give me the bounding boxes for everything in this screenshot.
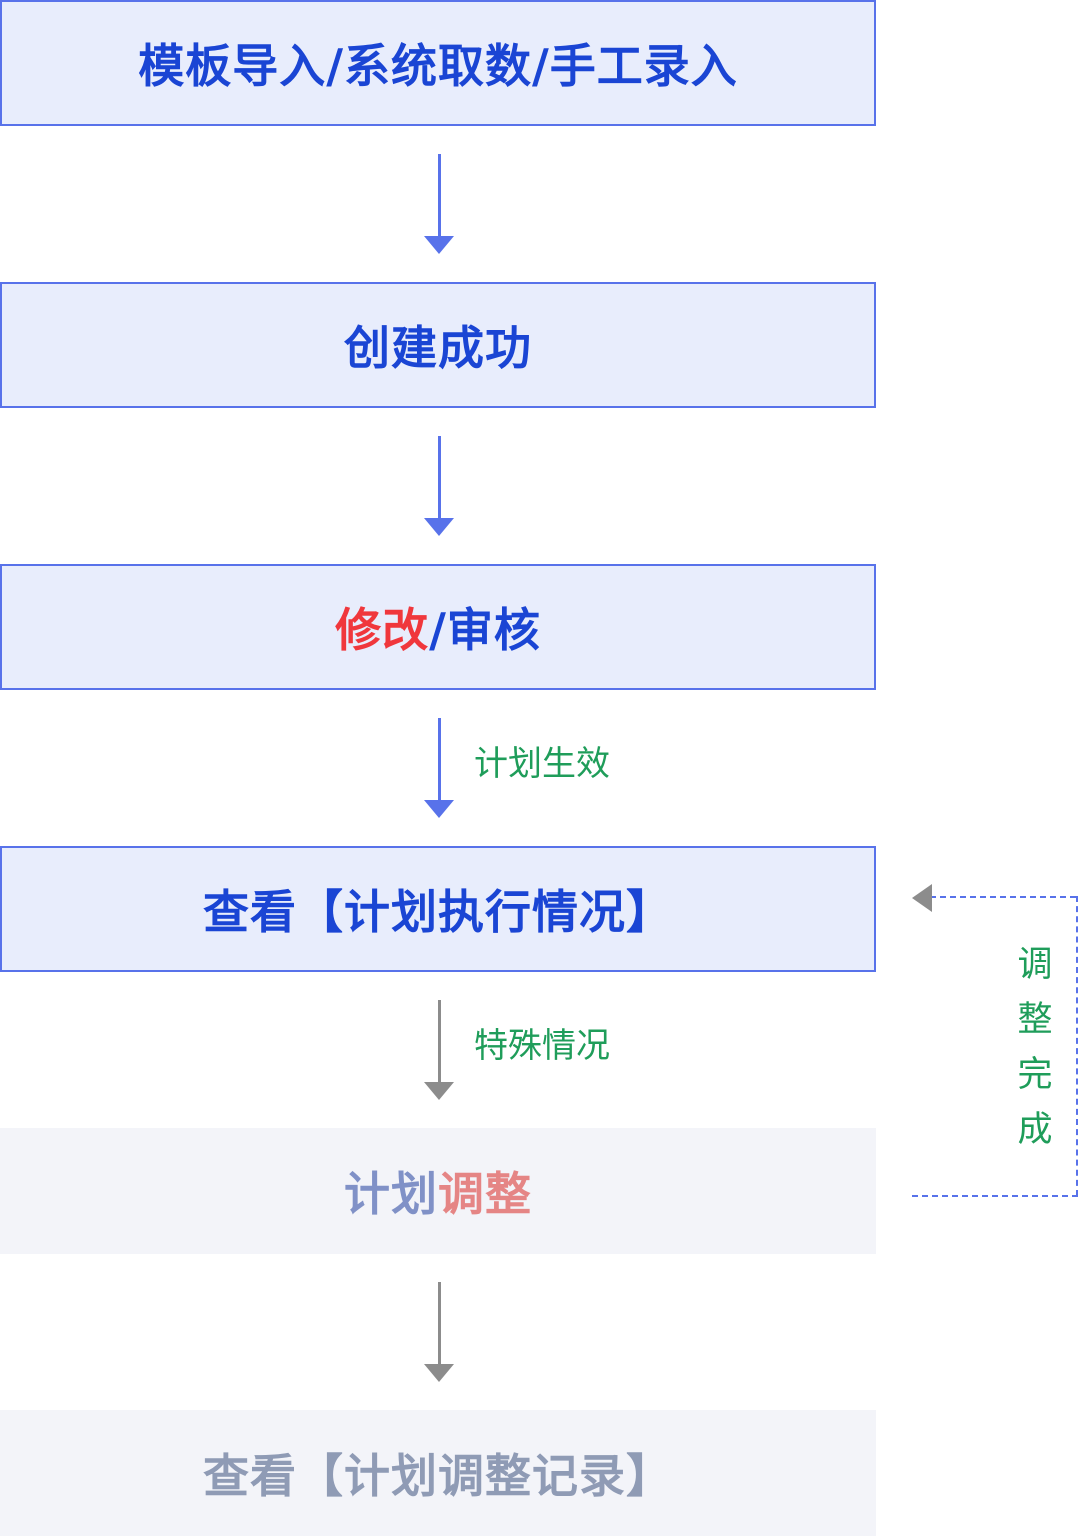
loop-vertical-segment: [1076, 896, 1078, 1196]
node-review-label-audit: /审核: [429, 603, 541, 657]
node-view-execution: 查看【计划执行情况】: [0, 846, 876, 972]
edge-label-adjust-done: 调整完成: [1017, 945, 1053, 1150]
loop-arrowhead: [912, 884, 932, 912]
node-import: 模板导入/系统取数/手工录入: [0, 0, 876, 126]
loop-bottom-segment: [912, 1195, 1078, 1197]
loop-top-segment: [930, 896, 1076, 898]
node-created-label: 创建成功: [344, 321, 532, 375]
node-adjust-label-adjust: 调整: [438, 1167, 532, 1221]
edge-label-plan-effective: 计划生效: [474, 744, 610, 784]
edge-label-special-case: 特殊情况: [474, 1026, 610, 1066]
node-view-adjust-log-label: 查看【计划调整记录】: [203, 1449, 673, 1503]
node-view-adjust-log: 查看【计划调整记录】: [0, 1410, 876, 1536]
node-view-execution-label: 查看【计划执行情况】: [203, 885, 673, 939]
node-created: 创建成功: [0, 282, 876, 408]
node-adjust-label-plan: 计划: [344, 1167, 438, 1221]
node-import-label: 模板导入/系统取数/手工录入: [138, 39, 738, 93]
node-review-label-modify: 修改: [335, 603, 430, 657]
node-adjust: 计划调整: [0, 1128, 876, 1254]
node-review: 修改/审核: [0, 564, 876, 690]
